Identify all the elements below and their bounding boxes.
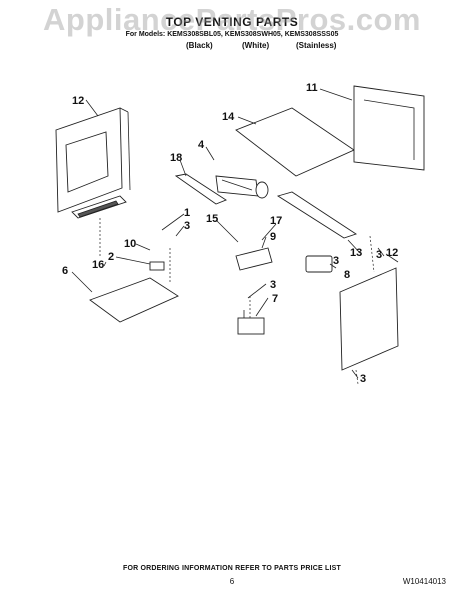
page-number: 6 <box>229 577 235 586</box>
watermark: AppliancePartsPros.com <box>43 2 421 37</box>
callout-12-right: 12 <box>386 247 398 259</box>
callout-1: 1 <box>184 207 190 219</box>
model-list: For Models: KEMS308SBL05, KEMS308SWH05, … <box>125 31 339 38</box>
part-11-rear-panel <box>353 85 425 171</box>
callout-14: 14 <box>222 111 235 123</box>
part-12-left-panel <box>55 107 131 213</box>
part-6-tray <box>89 277 179 323</box>
part-4-blower <box>215 175 269 199</box>
callout-9: 9 <box>270 231 276 243</box>
finish-stainless: (Stainless) <box>296 41 337 50</box>
part-15-terminal-block <box>235 247 273 271</box>
callout-12-left: 12 <box>72 95 84 107</box>
page-title: TOP VENTING PARTS <box>165 15 299 29</box>
callout-3-a: 3 <box>184 220 190 232</box>
part-14-top-panel <box>235 107 355 177</box>
part-16-bracket <box>71 195 127 219</box>
finish-black: (Black) <box>186 41 213 50</box>
callout-6: 6 <box>62 265 68 277</box>
part-18-vent-strip <box>174 173 227 205</box>
callout-11: 11 <box>306 82 318 94</box>
callout-3-d: 3 <box>270 279 276 291</box>
ordering-note: FOR ORDERING INFORMATION REFER TO PARTS … <box>122 565 342 572</box>
part-7-transformer <box>237 310 265 335</box>
finish-white: (White) <box>242 41 270 50</box>
callout-10: 10 <box>124 238 136 250</box>
part-10-sensor <box>149 261 165 271</box>
document-number: W10414013 <box>402 577 446 586</box>
callout-8: 8 <box>344 269 350 281</box>
callout-3-e: 3 <box>360 373 366 385</box>
callout-16: 16 <box>92 259 104 271</box>
exploded-view-diagram: 12 14 11 4 18 1 3 10 2 16 6 15 17 9 3 8 … <box>55 82 425 385</box>
callout-3-b: 3 <box>333 255 339 267</box>
callout-18: 18 <box>170 152 182 164</box>
callout-13: 13 <box>350 247 362 259</box>
callout-3-c: 3 <box>376 249 382 261</box>
callout-17: 17 <box>270 215 282 227</box>
callout-4: 4 <box>198 139 205 151</box>
callout-15: 15 <box>206 213 218 225</box>
part-13-rail <box>276 191 358 239</box>
part-8-module <box>305 255 333 273</box>
part-12-right-panel <box>339 267 399 371</box>
callout-7: 7 <box>272 293 278 305</box>
callout-2: 2 <box>108 251 114 263</box>
